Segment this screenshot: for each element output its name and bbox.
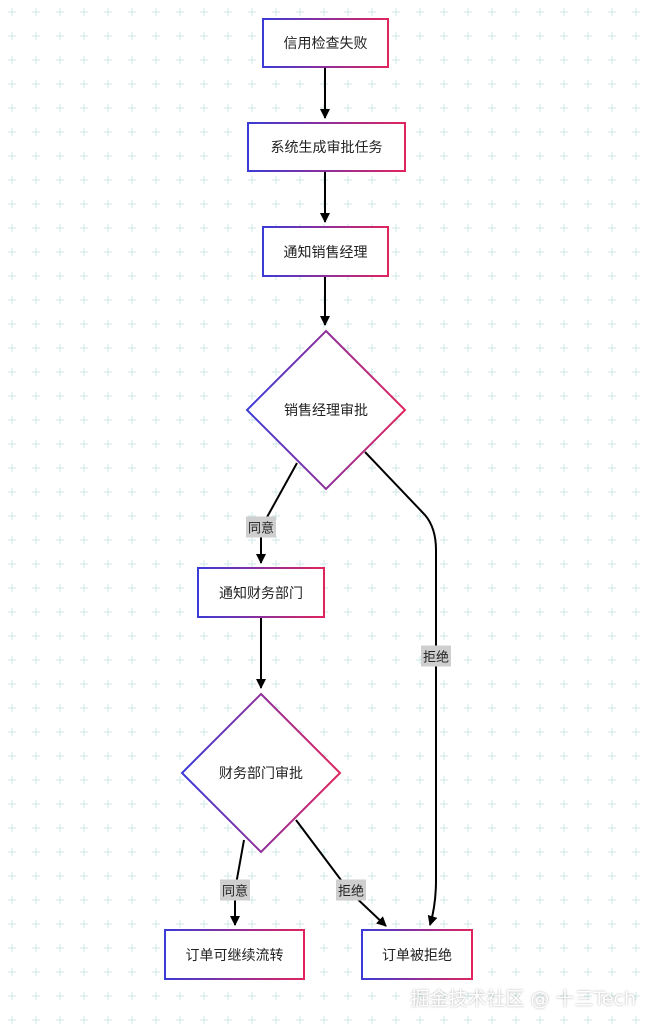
node-order-continue: 订单可继续流转 [164, 929, 305, 980]
edge-label-sales-approve: 同意 [245, 516, 277, 538]
node-order-continue-label: 订单可继续流转 [185, 947, 284, 964]
node-create-approval-task: 系统生成审批任务 [247, 122, 406, 172]
edge-label-finance-reject: 拒绝 [335, 879, 367, 901]
node-order-rejected: 订单被拒绝 [361, 929, 473, 980]
node-order-rejected-label: 订单被拒绝 [382, 947, 452, 964]
edge-label-finance-approve: 同意 [219, 879, 251, 901]
edge-label-sales-reject: 拒绝 [420, 645, 452, 667]
node-credit-check-failed-label: 信用检查失败 [283, 36, 368, 52]
decision-finance-shape [180, 692, 342, 854]
watermark-text: 掘金技术社区 @ 十三Tech [410, 988, 636, 1010]
decision-sales-manager-label: 销售经理审批 [284, 403, 368, 419]
node-create-approval-task-label: 系统生成审批任务 [270, 140, 383, 156]
node-notify-sales-manager: 通知销售经理 [262, 226, 389, 277]
decision-finance-label: 财务部门审批 [219, 766, 303, 782]
edge-sales-reject [364, 451, 438, 926]
node-notify-finance: 通知财务部门 [197, 567, 325, 618]
node-credit-check-failed: 信用检查失败 [262, 18, 389, 68]
node-notify-sales-manager-label: 通知销售经理 [283, 244, 368, 261]
node-notify-finance-label: 通知财务部门 [219, 585, 303, 602]
decision-sales-manager-shape [245, 329, 407, 491]
